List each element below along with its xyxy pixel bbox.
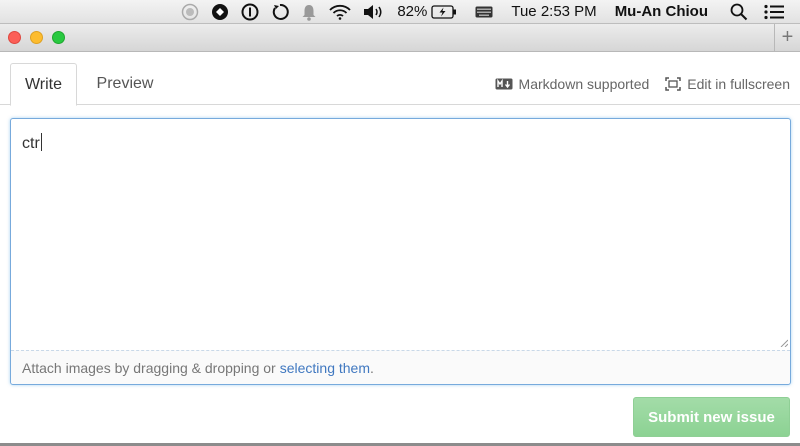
comment-editor: ctr Attach images by dragging & dropping…	[10, 118, 791, 385]
window-bottom-edge	[0, 443, 800, 446]
spotlight-search-icon[interactable]	[730, 2, 748, 22]
password-icon[interactable]	[241, 2, 259, 22]
maximize-window-button[interactable]	[52, 31, 65, 44]
tab-preview[interactable]: Preview	[96, 75, 154, 92]
notification-bell-icon[interactable]	[301, 2, 317, 22]
attach-images-text: Attach images by dragging & dropping or	[22, 359, 276, 376]
editor-tabs: Write Preview Markdown supported Edit in…	[0, 52, 800, 106]
markdown-supported-link[interactable]: Markdown supported	[495, 76, 650, 92]
markdown-supported-label: Markdown supported	[518, 76, 650, 92]
tab-write[interactable]: Write	[10, 63, 77, 106]
markdown-icon	[495, 78, 513, 90]
editor-toolbar: Markdown supported Edit in fullscreen	[479, 72, 790, 96]
edit-fullscreen-label: Edit in fullscreen	[687, 76, 790, 92]
resize-grip-icon[interactable]	[780, 339, 788, 347]
fullscreen-icon	[665, 77, 682, 91]
sync-icon[interactable]	[271, 2, 290, 22]
new-tab-button[interactable]: +	[774, 24, 800, 51]
record-icon[interactable]	[181, 2, 199, 22]
wifi-icon[interactable]	[329, 2, 351, 22]
window-title-bar: +	[0, 24, 800, 52]
close-window-button[interactable]	[8, 31, 21, 44]
battery-icon[interactable]	[431, 2, 457, 22]
edit-fullscreen-link[interactable]: Edit in fullscreen	[665, 76, 790, 92]
submit-new-issue-button[interactable]: Submit new issue	[633, 397, 790, 437]
battery-percent: 82%	[397, 3, 428, 20]
attach-images-bar[interactable]: Attach images by dragging & dropping or …	[11, 350, 790, 384]
user-name[interactable]: Mu-An Chiou	[614, 3, 708, 20]
clock[interactable]: Tue 2:53 PM	[511, 3, 597, 20]
attach-images-suffix: .	[370, 359, 374, 376]
keyboard-icon[interactable]	[475, 2, 493, 22]
volume-icon[interactable]	[363, 2, 385, 22]
comment-text: ctr	[22, 135, 40, 152]
comment-textarea[interactable]: ctr	[11, 119, 790, 350]
minimize-window-button[interactable]	[30, 31, 43, 44]
select-files-link[interactable]: selecting them	[279, 359, 370, 376]
notification-center-icon[interactable]	[764, 2, 784, 22]
text-caret	[40, 133, 42, 151]
menu-bar: 82% Tue 2:53 PM Mu-An Chiou	[0, 0, 800, 24]
app-icon[interactable]	[211, 2, 229, 22]
